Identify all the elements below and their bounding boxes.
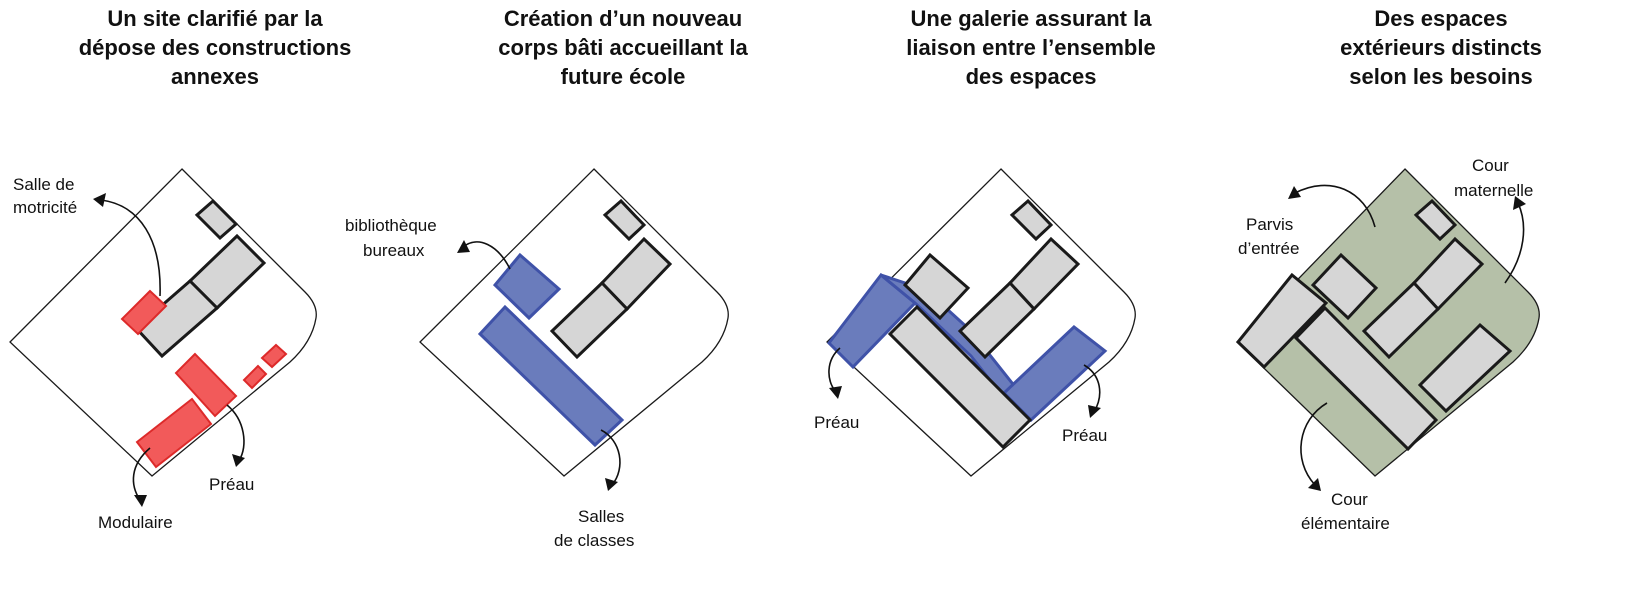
site-outline <box>419 168 729 477</box>
arrow-parvis <box>1294 184 1376 228</box>
panel-gallery: Une galerie assurant la liaison entre l’… <box>814 0 1236 599</box>
site-plan-3: Préau Préau <box>814 168 1136 477</box>
panel-title: Création d’un nouveau corps bâti accueil… <box>413 4 833 91</box>
arrowhead-icon <box>1088 405 1101 418</box>
label-salle-2: motricité <box>13 198 77 217</box>
new-building-bibliotheque <box>492 252 562 321</box>
removed-preau-1 <box>174 352 238 418</box>
label-cour-elementaire-1: Cour <box>1331 490 1368 509</box>
arrowhead-icon <box>1513 196 1526 210</box>
panel-new-building: Création d’un nouveau corps bâti accueil… <box>345 0 833 599</box>
existing-building-small <box>1009 198 1054 242</box>
site-outline <box>9 168 317 477</box>
title-line-1: Des espaces <box>1374 6 1508 31</box>
title-line-1: Création d’un nouveau <box>503 6 743 31</box>
label-cour-elementaire-2: élémentaire <box>1301 514 1390 533</box>
title-line-3: future école <box>560 64 686 89</box>
panel-title: Des espaces extérieurs distincts selon l… <box>1230 4 1652 91</box>
new-building-bibliotheque <box>1310 252 1379 321</box>
site-plan-1: Salle de motricité Préau Modulaire <box>9 168 317 532</box>
arrowhead-icon <box>134 495 147 507</box>
new-building-bibliotheque <box>902 252 971 321</box>
new-building-classrooms <box>1293 305 1439 452</box>
label-parvis-2: d’entrée <box>1238 239 1299 258</box>
removed-modulaire <box>135 397 213 469</box>
title-line-3: des espaces <box>965 64 1097 89</box>
existing-building-lower <box>957 280 1037 360</box>
title-line-3: selon les besoins <box>1349 64 1533 89</box>
label-preau-left: Préau <box>814 413 859 432</box>
arrow-salles <box>600 429 621 486</box>
arrowhead-icon <box>232 454 245 467</box>
existing-building-small <box>1413 198 1458 242</box>
arrow-salle <box>100 199 161 297</box>
label-preau: Préau <box>209 475 254 494</box>
arrowhead-icon <box>1288 186 1301 199</box>
existing-building-lower <box>549 280 630 360</box>
label-preau-right: Préau <box>1062 426 1107 445</box>
panel-title: Un site clarifié par la dépose des const… <box>0 4 430 91</box>
title-line-2: extérieurs distincts <box>1340 35 1542 60</box>
panel-title: Une galerie assurant la liaison entre l’… <box>826 4 1236 91</box>
label-de-classes: de classes <box>554 531 634 550</box>
label-cour-maternelle-2: maternelle <box>1454 181 1533 200</box>
title-line-2: dépose des constructions <box>78 35 352 60</box>
site-plan-4: Cour maternelle Parvis d’entrée Cour élé… <box>1235 156 1540 533</box>
label-modulaire: Modulaire <box>98 513 173 532</box>
arrowhead-icon <box>605 478 618 491</box>
arrowhead-icon <box>457 240 470 253</box>
existing-building-lower <box>1417 322 1513 414</box>
title-line-3: annexes <box>170 64 260 89</box>
label-cour-maternelle-1: Cour <box>1472 156 1509 175</box>
removed-preau-2 <box>260 343 288 369</box>
arrow-bibliotheque <box>462 241 511 270</box>
label-salle-1: Salle de <box>13 175 74 194</box>
title-line-1: Une galerie assurant la <box>910 6 1152 31</box>
removed-preau-3 <box>242 364 268 390</box>
removed-motricite <box>120 289 168 336</box>
site-plan-2: bibliothèque bureaux Salles de classes <box>345 168 729 550</box>
label-salles: Salles <box>578 507 624 526</box>
label-parvis-1: Parvis <box>1246 215 1293 234</box>
new-building-classrooms <box>887 304 1033 450</box>
title-line-2: liaison entre l’ensemble <box>906 35 1156 60</box>
title-line-1: Un site clarifié par la <box>107 6 323 31</box>
existing-building-mid <box>1361 280 1441 360</box>
arrowhead-icon <box>1308 478 1321 491</box>
title-line-2: corps bâti accueillant la <box>498 35 748 60</box>
arrow-cour-elementaire <box>1300 402 1328 486</box>
new-building-classrooms <box>477 304 625 448</box>
label-bibliotheque: bibliothèque <box>345 216 437 235</box>
arrowhead-icon <box>93 193 106 207</box>
label-bureaux: bureaux <box>363 241 425 260</box>
existing-building-small <box>602 198 647 242</box>
arrow-preau-left <box>828 347 841 393</box>
panel-outdoor-spaces: Des espaces extérieurs distincts selon l… <box>1230 0 1652 599</box>
existing-building-small <box>194 198 239 241</box>
arrow-cour-maternelle <box>1504 202 1525 284</box>
arrowhead-icon <box>829 386 842 399</box>
site-outline <box>826 168 1136 477</box>
arrow-preau <box>226 404 245 462</box>
panel-demolition: Un site clarifié par la dépose des const… <box>0 0 430 599</box>
building-west <box>1235 272 1329 370</box>
